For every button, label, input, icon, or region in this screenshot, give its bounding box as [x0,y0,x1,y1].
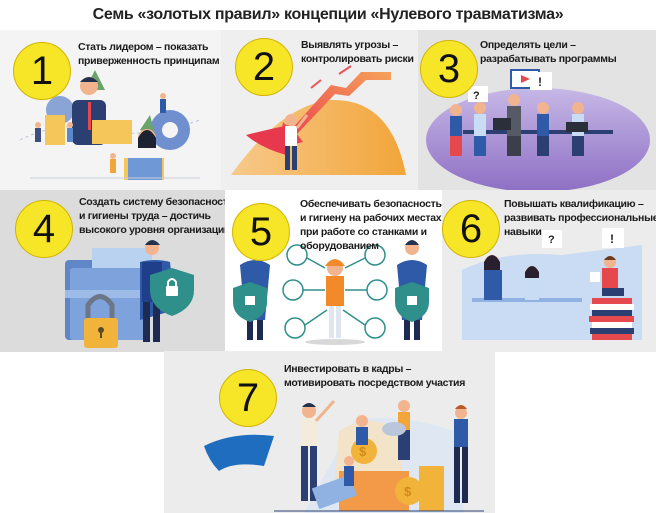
rule-panel-1: 1 Стать лидером – показать приверженност… [0,30,221,190]
svg-text:$: $ [359,444,367,459]
rule-number-badge: 3 [420,40,478,98]
rule-number-badge: 1 [13,42,71,100]
rule-number-badge: 6 [442,200,500,258]
svg-text:?: ? [548,234,555,246]
security-system-illustration [65,240,194,348]
rule-panel-3: ? ! 3 Определять цели – разрабатывать пр… [418,30,656,190]
rule-text: Стать лидером – показать приверженность … [78,41,220,67]
rule-panel-7: $ $ 7 Инвестировать в кадры – мотивирова… [164,351,495,513]
rule-panel-6: ? ! 6 Повышать квалификацию – развивать … [442,190,656,352]
rule-text: Повышать квалификацию – развивать профес… [504,198,656,238]
rule-panel-2: 2 Выявлять угрозы – контролировать риски [221,30,418,190]
svg-text:!: ! [538,75,542,89]
rule-text: Создать систему безопасности и гигиены т… [79,196,225,236]
rule-number-badge: 2 [235,38,293,96]
rule-panel-4: 4 Создать систему безопасности и гигиены… [0,190,225,352]
rule-text: Обеспечивать безопасность и гигиену на р… [300,198,442,252]
rule-panel-5: 5 Обеспечивать безопасность и гигиену на… [225,190,442,352]
rule-number-badge: 7 [219,369,277,427]
rule-text: Определять цели – разрабатывать программ… [480,39,617,65]
rule-number-badge: 4 [15,200,73,258]
svg-text:!: ! [610,232,614,246]
svg-text:$: $ [404,484,412,499]
workplace-safety-illustration [233,240,429,345]
infographic-title: Семь «золотых правил» концепции «Нулевог… [92,6,564,23]
rule-text: Выявлять угрозы – контролировать риски [301,39,414,65]
training-illustration: ? ! [462,228,642,340]
team-meeting-illustration: ? ! [426,69,650,190]
svg-text:?: ? [473,90,480,102]
rule-text: Инвестировать в кадры – мотивировать пос… [284,363,466,389]
invest-in-staff-illustration: $ $ [204,399,484,513]
risk-control-illustration [231,65,406,175]
leader-illustration [19,70,201,180]
rule-number-badge: 5 [232,203,290,261]
